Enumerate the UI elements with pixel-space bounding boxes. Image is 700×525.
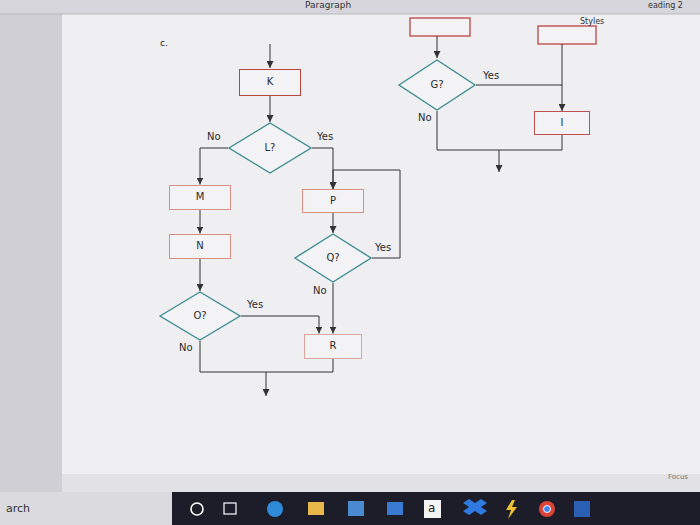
node-text: Q? [326, 252, 339, 264]
flow-arrow [270, 96, 271, 123]
flow-arrow [333, 283, 334, 334]
node-text: I [561, 117, 564, 129]
process-box: I [534, 111, 590, 135]
ribbon-bar [0, 0, 700, 14]
app-icon [424, 500, 441, 518]
taskbar [0, 492, 700, 525]
document-page [62, 14, 700, 474]
browser-icon [267, 501, 283, 517]
ribbon-edge [0, 14, 700, 15]
process-box: M [169, 185, 231, 210]
focus-button: Focus [668, 473, 688, 481]
node-text: O? [193, 310, 206, 322]
branch-label: No [312, 285, 328, 297]
app-icon-letter: a [428, 501, 435, 515]
flow-arrow [333, 213, 334, 233]
decision-diamond: L? [228, 122, 312, 174]
node-text: N [196, 240, 203, 252]
flow-arrow [200, 148, 228, 185]
decision-diamond: O? [159, 291, 241, 341]
merge-line [333, 359, 334, 372]
search-text: arch [6, 502, 30, 515]
diamond-outline [399, 60, 475, 110]
chrome-icon [539, 501, 555, 517]
window-margin [0, 0, 62, 492]
diamond-outline [295, 234, 371, 282]
flow-arrow [312, 148, 333, 189]
flow-line [562, 44, 563, 85]
flow-arrow [200, 259, 201, 292]
process-box: R [304, 334, 362, 359]
node-text: M [196, 191, 205, 203]
merge-line [562, 135, 563, 150]
process-box: N [169, 234, 231, 259]
entry-arrow [437, 36, 438, 58]
flow-arrow [200, 210, 201, 234]
diamond-outline [229, 123, 311, 173]
node-text: K [267, 76, 274, 88]
dropbox-icon [463, 499, 487, 515]
bolt-icon [506, 500, 517, 519]
branch-label: Yes [246, 299, 264, 311]
branch-label: Yes [374, 242, 392, 254]
branch-label: No [418, 112, 432, 124]
exit-arrow [499, 150, 500, 172]
cropped-process-box [538, 26, 596, 44]
ribbon-group-name: Styles [580, 17, 604, 27]
exit-arrow [266, 372, 267, 396]
diamond-outline [160, 292, 240, 340]
branch-label: Yes [316, 131, 334, 143]
mail-icon [387, 502, 403, 515]
branch-label: No [206, 131, 222, 143]
ribbon-group-name: Paragraph [305, 0, 351, 11]
decision-diamond: Q? [294, 233, 372, 283]
node-text: L? [265, 142, 276, 154]
entry-arrow [270, 44, 271, 68]
cropped-process-box [410, 18, 470, 36]
item-letter: c. [160, 38, 168, 49]
node-text: G? [430, 79, 443, 91]
search-box [0, 492, 172, 525]
node-text: P [330, 195, 336, 207]
node-text: R [330, 340, 337, 352]
word-icon [574, 501, 590, 517]
store-icon [348, 501, 364, 516]
branch-label: Yes [482, 70, 500, 82]
branch-label: No [179, 342, 193, 354]
process-box: P [302, 189, 364, 213]
flow-arrow [241, 316, 319, 334]
start-icon [191, 503, 203, 515]
flow-arrow [476, 85, 562, 111]
page-bottom-shade [62, 474, 700, 492]
chrome-icon-center [544, 506, 551, 513]
decision-diamond: G? [398, 59, 476, 111]
style-name: eading 2 [648, 1, 683, 11]
taskview-icon [224, 503, 236, 514]
folder-icon [308, 502, 324, 515]
process-box: K [239, 69, 301, 96]
